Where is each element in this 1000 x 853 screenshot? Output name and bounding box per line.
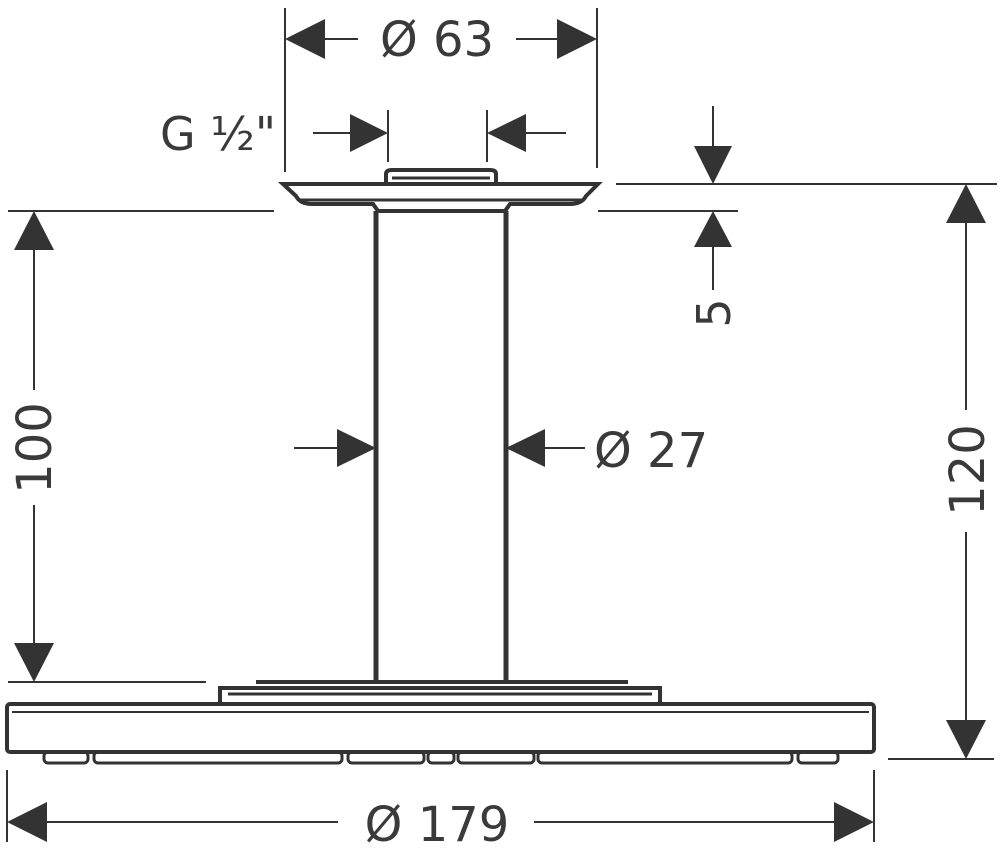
- arrow-left-icon: [7, 802, 47, 842]
- arrow-up-icon: [946, 184, 986, 223]
- dimension-arm-length: 100: [7, 211, 63, 682]
- arrow-up-icon: [14, 211, 54, 250]
- dimension-flange-diameter: Ø 63: [285, 12, 597, 68]
- arrow-down-icon: [14, 643, 54, 682]
- arrow-down-icon: [694, 146, 732, 184]
- nozzle-strip: [42, 750, 840, 765]
- dimension-total-height: 120: [940, 184, 996, 759]
- label-head-diameter: Ø 179: [365, 797, 510, 853]
- label-arm-diameter: Ø 27: [594, 423, 708, 479]
- label-flange-diameter: Ø 63: [380, 12, 494, 68]
- dimension-thread: G ½": [160, 107, 566, 161]
- arrow-down-icon: [946, 720, 986, 759]
- arrow-right-icon: [350, 114, 388, 152]
- ceiling-flange: [277, 182, 603, 213]
- label-arm-length: 100: [7, 402, 63, 494]
- label-flange-thickness: 5: [687, 298, 741, 327]
- dimension-arm-diameter: Ø 27: [294, 423, 708, 479]
- extension-lines: [6, 8, 997, 842]
- arrow-right-icon: [557, 19, 597, 59]
- dimension-flange-thickness: 5: [687, 106, 741, 328]
- thread-nut: [384, 168, 498, 184]
- arrow-left-icon: [285, 19, 325, 59]
- arrow-right-icon: [337, 429, 376, 467]
- shower-outline: [5, 168, 876, 765]
- label-thread: G ½": [160, 107, 276, 161]
- arrow-right-icon: [834, 802, 874, 842]
- label-total-height: 120: [940, 424, 996, 516]
- arrow-up-icon: [694, 211, 732, 247]
- arrow-left-icon: [487, 114, 526, 152]
- dimension-head-diameter: Ø 179: [7, 797, 874, 853]
- head-top-plate: [218, 686, 662, 703]
- arrow-left-icon: [506, 429, 545, 467]
